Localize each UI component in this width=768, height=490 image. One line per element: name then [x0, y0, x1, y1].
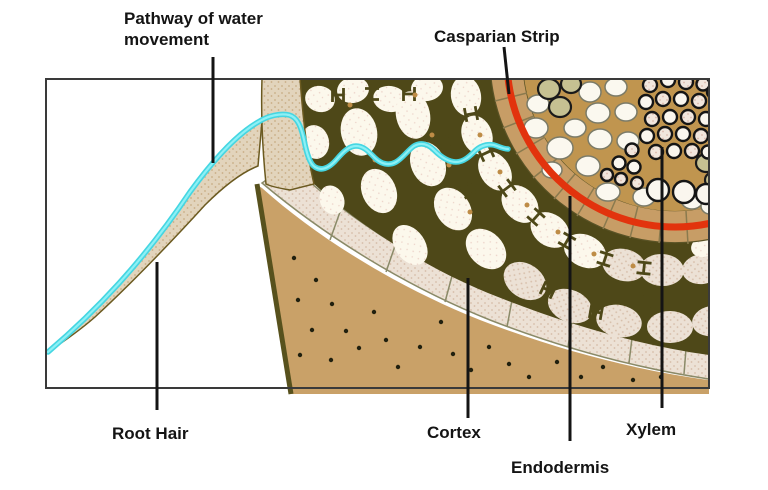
- root-hair-label: Root Hair: [112, 424, 189, 443]
- root-hair-shape: [47, 78, 315, 353]
- diagram-border: [45, 78, 710, 389]
- wedge-dots: [291, 255, 664, 383]
- pointer-casparian: [502, 46, 511, 95]
- pathway-label-line2: movement: [124, 30, 210, 49]
- pointer-lines: [155, 46, 664, 441]
- water-pathway-line: [46, 111, 511, 355]
- xylem-cluster: [599, 78, 709, 206]
- pathway-label: Pathway of water movement: [124, 8, 263, 50]
- endodermis-label: Endodermis: [511, 458, 610, 477]
- casparian-strip-arc: [504, 78, 709, 231]
- cortex-label: Cortex: [427, 423, 481, 442]
- cortex-cell-junction-marks: [331, 87, 697, 321]
- stele-region: [523, 78, 709, 215]
- tan-wedge-region: [254, 183, 709, 395]
- stele-khaki-cells: [536, 78, 709, 188]
- xylem-label: Xylem: [626, 420, 677, 439]
- pathway-label-line1: Pathway of water: [124, 9, 263, 28]
- cortex-region: [300, 78, 709, 356]
- casparian-strip-label: Casparian Strip: [434, 27, 560, 46]
